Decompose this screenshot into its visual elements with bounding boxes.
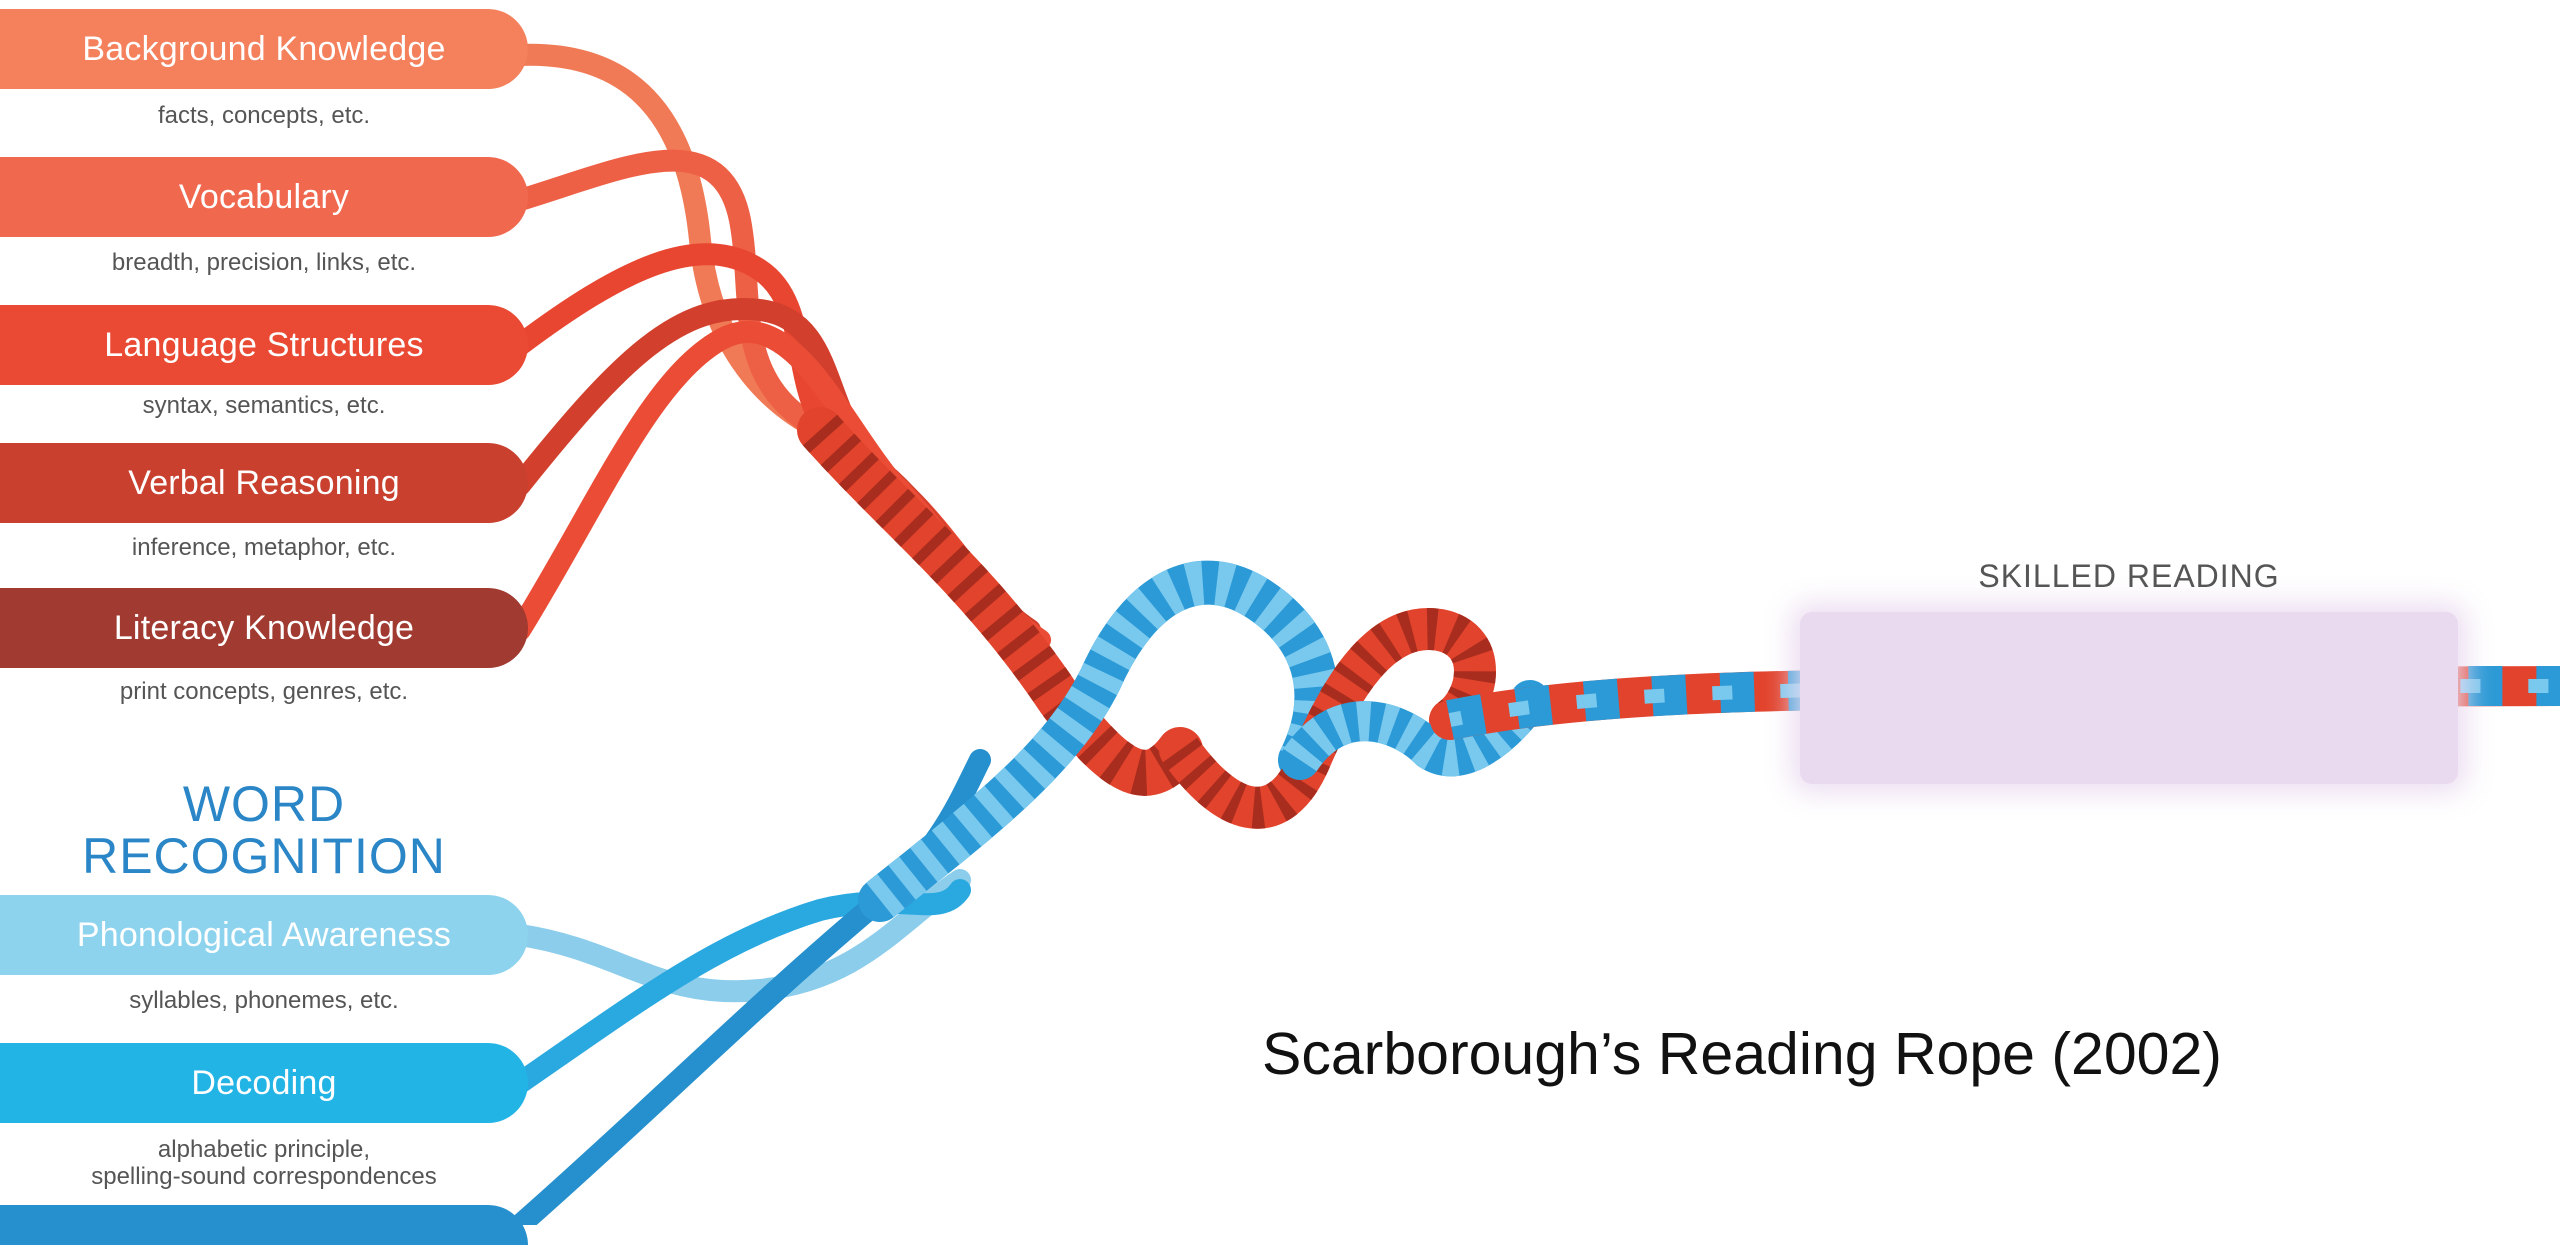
strand-label: Vocabulary (179, 178, 349, 217)
strand-phonological-awareness: Phonological Awareness (0, 895, 528, 975)
strand-subtitle: syllables, phonemes, etc. (0, 986, 528, 1015)
diagram-caption: Scarborough’s Reading Rope (2002) (1262, 1020, 2422, 1088)
strand-subtitle: alphabetic principle, spelling-sound cor… (0, 1136, 528, 1190)
strand-label: Background Knowledge (82, 30, 445, 69)
strand-subtitle: breadth, precision, links, etc. (0, 248, 528, 277)
heading-line-2: RECOGNITION (0, 830, 528, 882)
strand-language-structures: Language Structures (0, 305, 528, 385)
word-recognition-heading: WORD RECOGNITION (0, 778, 528, 882)
heading-line-1: WORD (0, 778, 528, 830)
strand-label: Decoding (191, 1064, 336, 1103)
strand-background-knowledge: Background Knowledge (0, 9, 528, 89)
strand-label: Literacy Knowledge (114, 609, 414, 648)
strand-subtitle: syntax, semantics, etc. (0, 391, 528, 420)
strand-decoding: Decoding (0, 1043, 528, 1123)
strand-subtitle: inference, metaphor, etc. (0, 533, 528, 562)
strand-sight-recognition-partial (0, 1205, 528, 1245)
strand-verbal-reasoning: Verbal Reasoning (0, 443, 528, 523)
strand-label: Verbal Reasoning (128, 464, 400, 503)
subtitle-line-1: alphabetic principle, (0, 1136, 528, 1163)
strand-literacy-knowledge: Literacy Knowledge (0, 588, 528, 668)
strand-label: Language Structures (104, 326, 423, 365)
subtitle-line-2: spelling-sound correspondences (0, 1163, 528, 1190)
strand-subtitle: facts, concepts, etc. (0, 101, 528, 130)
strand-subtitle: print concepts, genres, etc. (0, 677, 528, 706)
skilled-reading-highlight (1800, 612, 2458, 784)
strand-vocabulary: Vocabulary (0, 157, 528, 237)
skilled-reading-label: SKILLED READING (1800, 558, 2458, 595)
strand-label: Phonological Awareness (77, 916, 451, 955)
